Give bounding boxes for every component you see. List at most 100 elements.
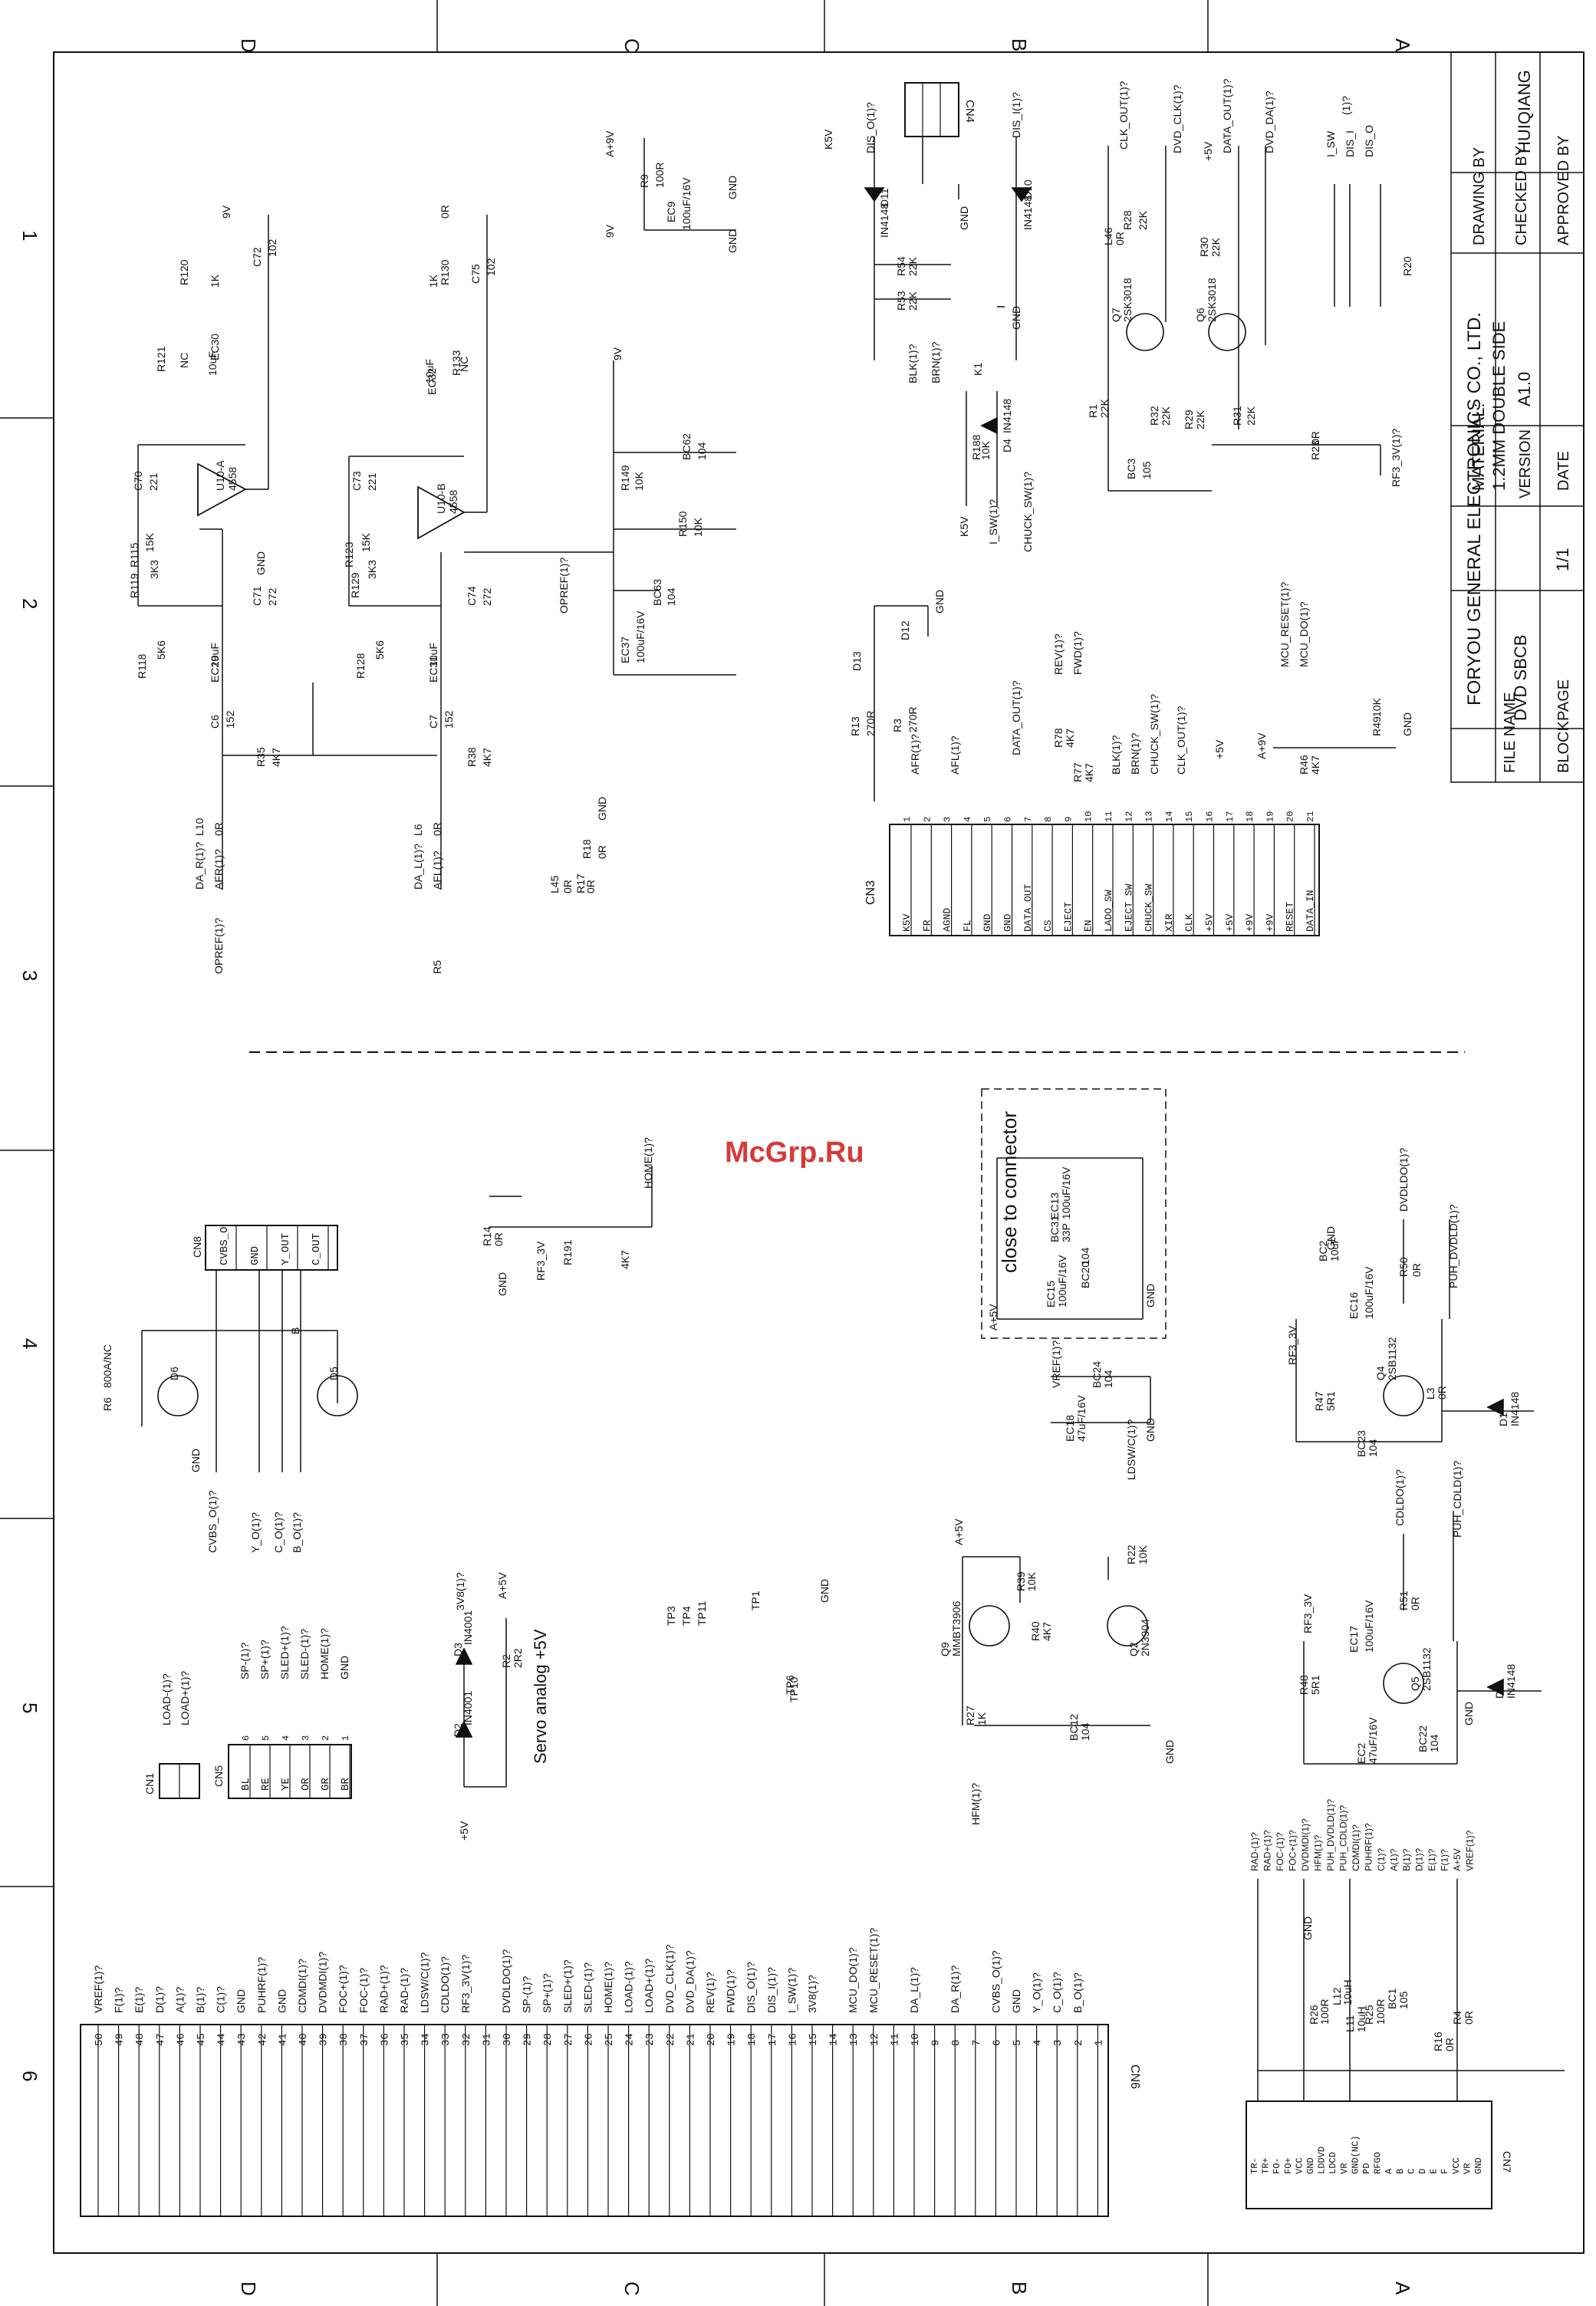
left-channel-part: DA_R(1)? xyxy=(193,842,206,890)
cn7-pin-label: F xyxy=(1440,2169,1450,2174)
right-channel-part: AFL(1)? xyxy=(431,850,443,890)
q6-q7-part: R31 xyxy=(1231,406,1243,426)
cn7-part: L11 xyxy=(1344,2015,1356,2032)
q6-q7-part: 22K xyxy=(1194,410,1206,429)
cn6-net-label: DVDMDI(1)? xyxy=(317,1952,329,2013)
cn4-side-part: R54 xyxy=(895,256,907,276)
right-channel-part: 272 xyxy=(481,587,493,606)
right-channel-part: 102 xyxy=(485,258,497,276)
r49-part: R46 xyxy=(1298,755,1310,775)
cd-ld-part: PUH_CDLD(1)? xyxy=(1451,1460,1463,1538)
dvd-ld-part: D1 xyxy=(1497,1413,1509,1426)
cn6-name: CN6 xyxy=(1128,2064,1141,2089)
right-channel-part: EC31 xyxy=(427,656,439,683)
opref-part: 10K xyxy=(692,517,704,537)
u10a-value: 4558 xyxy=(226,467,239,491)
l-block-part: R18 xyxy=(581,839,593,859)
cn6-pin-number: 35 xyxy=(400,2033,412,2046)
video-part: 800A/NC xyxy=(101,1344,114,1388)
cn4-side-part: D11 xyxy=(878,188,890,207)
cn7-pin-label: VCC xyxy=(1451,2157,1462,2174)
l-block-part: 0R xyxy=(561,880,574,893)
cn8-net-label: Y_O(1)? xyxy=(249,1512,262,1553)
q6-q7-part: 0R xyxy=(1114,232,1126,245)
d6-led xyxy=(157,1375,199,1416)
cn5-net-label: SLED+(1)? xyxy=(278,1626,291,1679)
cn6-pin-number: 43 xyxy=(236,2033,248,2046)
transistors xyxy=(157,187,1504,1738)
cn7-pin-label: D xyxy=(1417,2169,1428,2174)
cn3-pin-number: 2 xyxy=(922,817,933,822)
right-channel-part: 0R xyxy=(431,822,443,836)
cn8-net-label: CVBS_O(1)? xyxy=(206,1490,219,1553)
opref-part: 100uF/16V xyxy=(634,610,647,663)
d10-diode xyxy=(1011,187,1032,202)
left-channel-part: C6 xyxy=(209,715,221,729)
servo-part: 3V8(1)? xyxy=(454,1572,466,1610)
cn6-net-label: SP+(1)? xyxy=(541,1973,553,2013)
cn6-pin-number: 14 xyxy=(828,2033,841,2046)
switch-part: R188 xyxy=(970,434,982,460)
testpoint-part: TP3 xyxy=(665,1606,677,1626)
close-cap-part: EC13 xyxy=(1048,1192,1061,1219)
cn3-net-label: DATA_OUT(1)? xyxy=(1010,680,1022,755)
cn6-pin-number: 49 xyxy=(114,2033,127,2046)
cn7-part: 0R xyxy=(1443,2038,1456,2051)
cn6-net-label: DIS_I(1)? xyxy=(765,1967,778,2013)
q6-q7-part: Q6 xyxy=(1194,308,1206,322)
cn3-pin-number: 7 xyxy=(1023,817,1034,822)
cn6-pin-number: 18 xyxy=(746,2033,759,2046)
cn7-connector xyxy=(1246,2100,1492,2209)
r49-part: 4K7 xyxy=(1083,763,1095,782)
close-cap-part: 33P xyxy=(1060,1223,1072,1242)
right-channel-part: 15K xyxy=(360,532,372,552)
dvd-ld-part: RF3_3V xyxy=(1286,1325,1298,1365)
cn7-pin-label: LDCD xyxy=(1328,2152,1338,2174)
cn6-net-label: DVDLDO(1)? xyxy=(500,1949,512,2013)
cn6-net-label: SLED-(1)? xyxy=(581,1962,594,2013)
video-part: GND xyxy=(189,1449,202,1472)
cn7-net-label: D(1)? xyxy=(1414,1848,1425,1871)
left-channel-part: 10uF xyxy=(209,643,221,667)
cn8-pin-label: C_OUT xyxy=(311,1233,323,1265)
cn6-connector xyxy=(80,2024,1109,2217)
left-channel-part: NC xyxy=(178,353,190,368)
cn3-net-label: CHUCK_SW(1)? xyxy=(1148,694,1160,775)
vref-part: VREF(1)? xyxy=(1050,1341,1062,1388)
opref-part: 10K xyxy=(633,471,645,491)
dvd-ld-part: 0R xyxy=(1410,1263,1423,1277)
cn3-pin-label: RESET xyxy=(1285,902,1296,932)
dvd-ld-part: GND xyxy=(1325,1226,1337,1250)
cn6-pin-number: 3 xyxy=(1052,2040,1065,2046)
opref-part: 9V xyxy=(611,347,624,360)
opref-part: 104 xyxy=(696,442,708,460)
ldsw-part: Q2 xyxy=(1127,1642,1140,1656)
cn7-net-label: FOC-(1)? xyxy=(1275,1832,1285,1871)
cn6-pin-number: 37 xyxy=(359,2033,371,2046)
cn6-net-label: DIS_O(1)? xyxy=(745,1962,757,2013)
opref-part: EC37 xyxy=(619,637,631,663)
right-channel-part: R129 xyxy=(349,572,361,598)
left-channel-part: R121 xyxy=(155,346,167,372)
material-label: MATERIAL: xyxy=(1469,403,1488,491)
cn6-pin-number: 17 xyxy=(767,2033,779,2046)
switch-part: IN4148 xyxy=(1001,399,1013,433)
cn3-pin-number: 9 xyxy=(1063,817,1074,822)
cn3-pin-number: 15 xyxy=(1184,811,1195,822)
cn6-pin-number: 21 xyxy=(685,2033,697,2046)
cn7-net-label: A+5V xyxy=(1452,1848,1463,1871)
cn6-net-label: FOC-(1)? xyxy=(357,1968,370,2013)
cn6-net-label: RF3_3V(1)? xyxy=(459,1955,472,2013)
q6-q7-part: 2SK3018 xyxy=(1206,278,1218,322)
cn8-pin-label: GND xyxy=(249,1246,262,1265)
circuit-wiring xyxy=(137,137,1565,2101)
cd-ld-part: RF3_3V xyxy=(1301,1594,1314,1633)
video-part: R6 xyxy=(101,1397,114,1411)
checked-by-label: CHECKED BY xyxy=(1513,146,1530,245)
cn4-net-label: DIS_O(1)? xyxy=(864,102,877,153)
q6-q7-part: 0R xyxy=(1309,431,1321,445)
dvd-ld-part: 100uF/16V xyxy=(1363,1266,1375,1319)
supply-9v-part: 100R xyxy=(653,163,666,188)
cn6-net-label: D(1)? xyxy=(153,1986,166,2013)
